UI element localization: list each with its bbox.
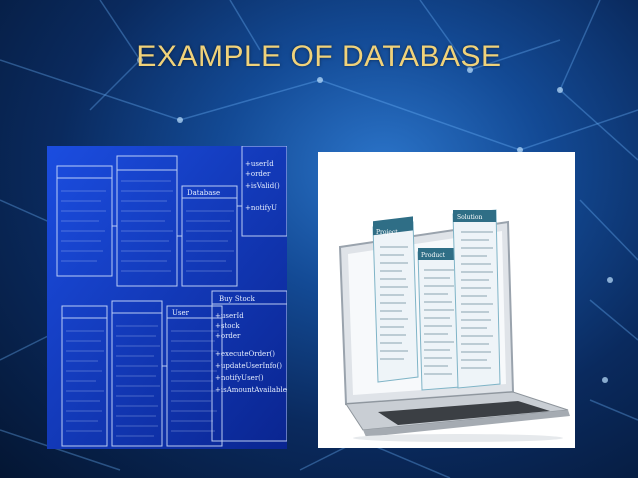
- uml-diagram-graphic: Database Buy Stock User +userId +order +…: [47, 146, 287, 449]
- diagram-box-header-user: User: [172, 309, 190, 317]
- diagram-label: +executeOrder(): [215, 350, 275, 358]
- diagram-label: +notifyU: [245, 204, 277, 212]
- diagram-label: +order: [245, 170, 271, 178]
- uml-class-diagram-image: Database Buy Stock User +userId +order +…: [47, 146, 287, 449]
- slide-title: EXAMPLE OF DATABASE: [136, 40, 502, 73]
- laptop-image: Project Product Solution: [318, 152, 575, 448]
- diagram-label: +userId: [245, 160, 274, 168]
- panel-title-product: Product: [421, 252, 446, 259]
- diagram-label: +order: [215, 332, 241, 340]
- diagram-label: +isAmountAvailable(): [215, 386, 287, 394]
- diagram-label: +isValid(): [245, 182, 280, 190]
- diagram-box-header-buy-stock: Buy Stock: [219, 295, 256, 303]
- diagram-label: +userId: [215, 312, 244, 320]
- diagram-label: +updateUserInfo(): [215, 362, 282, 370]
- diagram-label: +stock: [215, 322, 240, 330]
- laptop-graphic: Project Product Solution: [318, 152, 575, 448]
- diagram-label: +notifyUser(): [215, 374, 264, 382]
- panel-title-solution: Solution: [457, 214, 482, 221]
- diagram-box-header-database: Database: [187, 189, 220, 197]
- panel-title-project: Project: [376, 229, 398, 236]
